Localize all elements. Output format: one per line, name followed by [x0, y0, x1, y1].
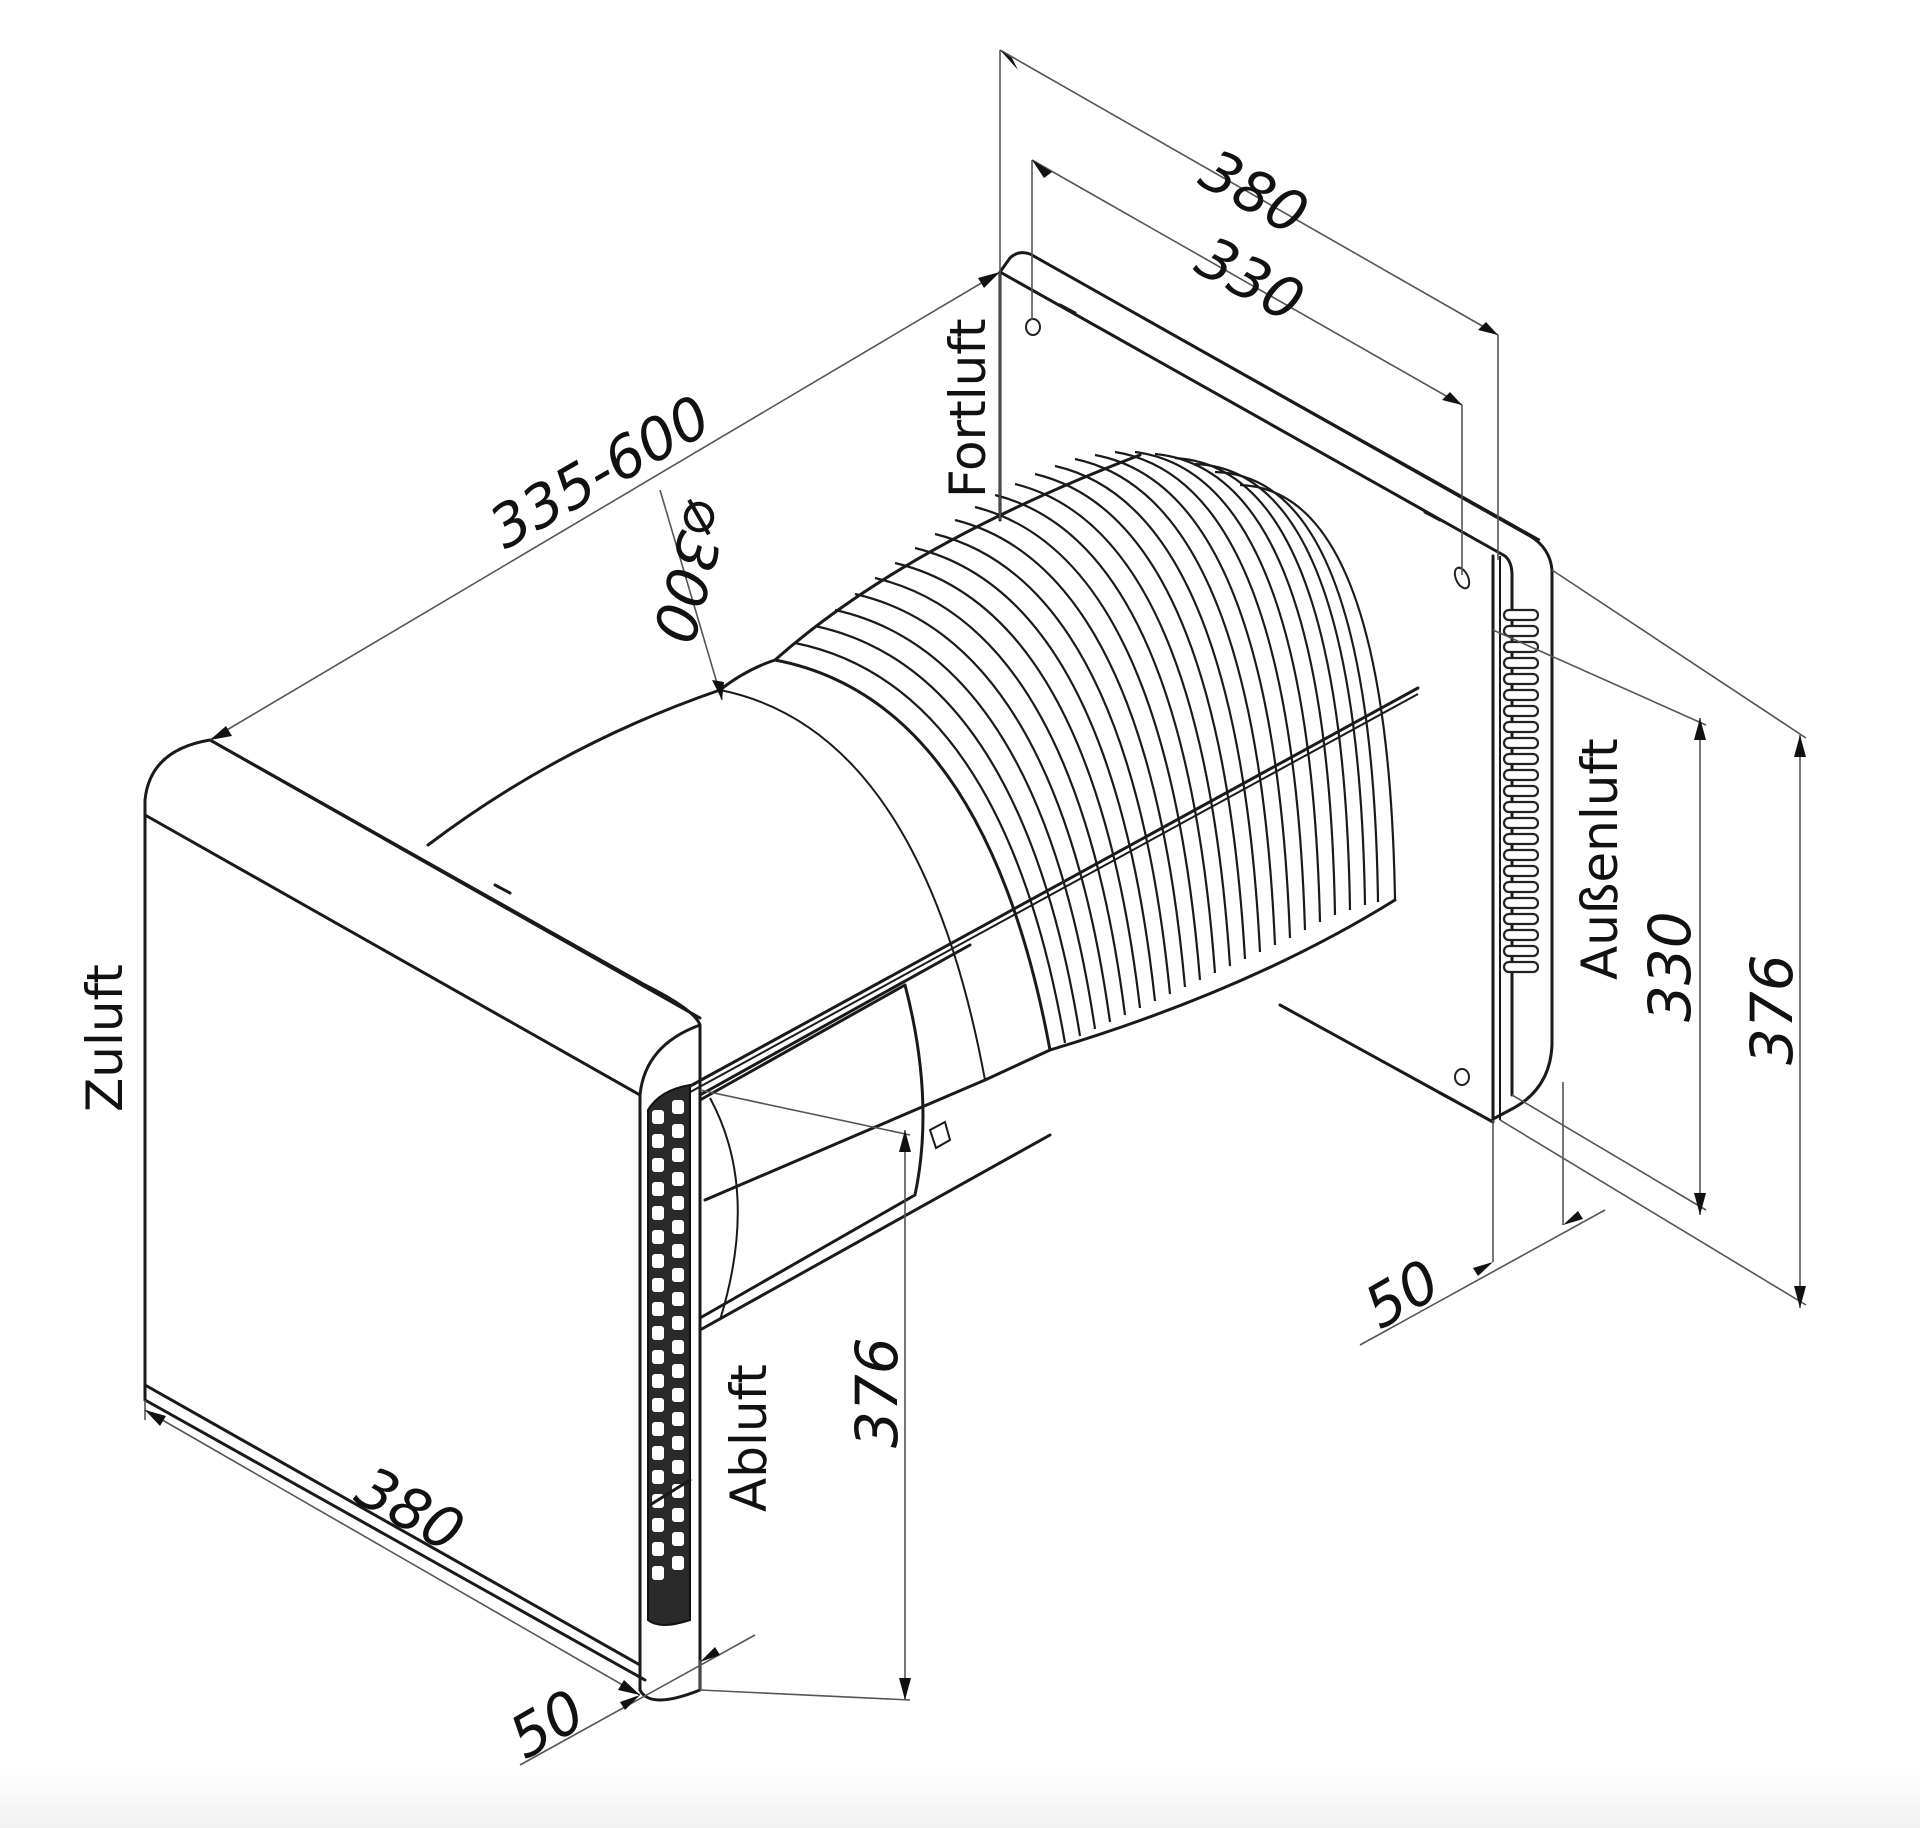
dim-duct-diameter: ⌀300: [639, 491, 742, 649]
dimension-lines: [144, 49, 1807, 1766]
screw-hole-icon: [1453, 566, 1471, 590]
dim-outer-plate-inner-height: 330: [1636, 911, 1704, 1022]
dim-inner-panel-height: 376: [843, 1337, 911, 1448]
outer-plate-vent-slots: [1502, 608, 1540, 974]
dim-outer-plate-inner-width: 330: [1185, 223, 1315, 336]
dim-outer-plate-height: 376: [1738, 954, 1806, 1065]
bottom-fade: [0, 1768, 1920, 1828]
label-fortluft: Fortluft: [939, 318, 997, 498]
airflow-labels: Fortluft Zuluft Abluft Außenluft: [76, 318, 1629, 1512]
label-abluft: Abluft: [720, 1364, 778, 1512]
inner-panel-grille: [647, 1083, 692, 1626]
screw-hole-icon: [1025, 318, 1041, 336]
dim-inner-panel-depth: 50: [498, 1676, 596, 1772]
screw-hole-icon: [1454, 1068, 1470, 1086]
label-zuluft: Zuluft: [76, 964, 134, 1112]
label-aussenluft: Außenluft: [1571, 738, 1629, 980]
ribbed-duct: [648, 450, 1420, 1115]
inner-tube: [426, 658, 1052, 1202]
outer-wall-plate: [998, 251, 1554, 1124]
dim-outer-plate-width: 380: [1189, 136, 1319, 249]
inner-panel: [143, 738, 1052, 1702]
dim-outer-plate-depth: 50: [1353, 1246, 1451, 1342]
